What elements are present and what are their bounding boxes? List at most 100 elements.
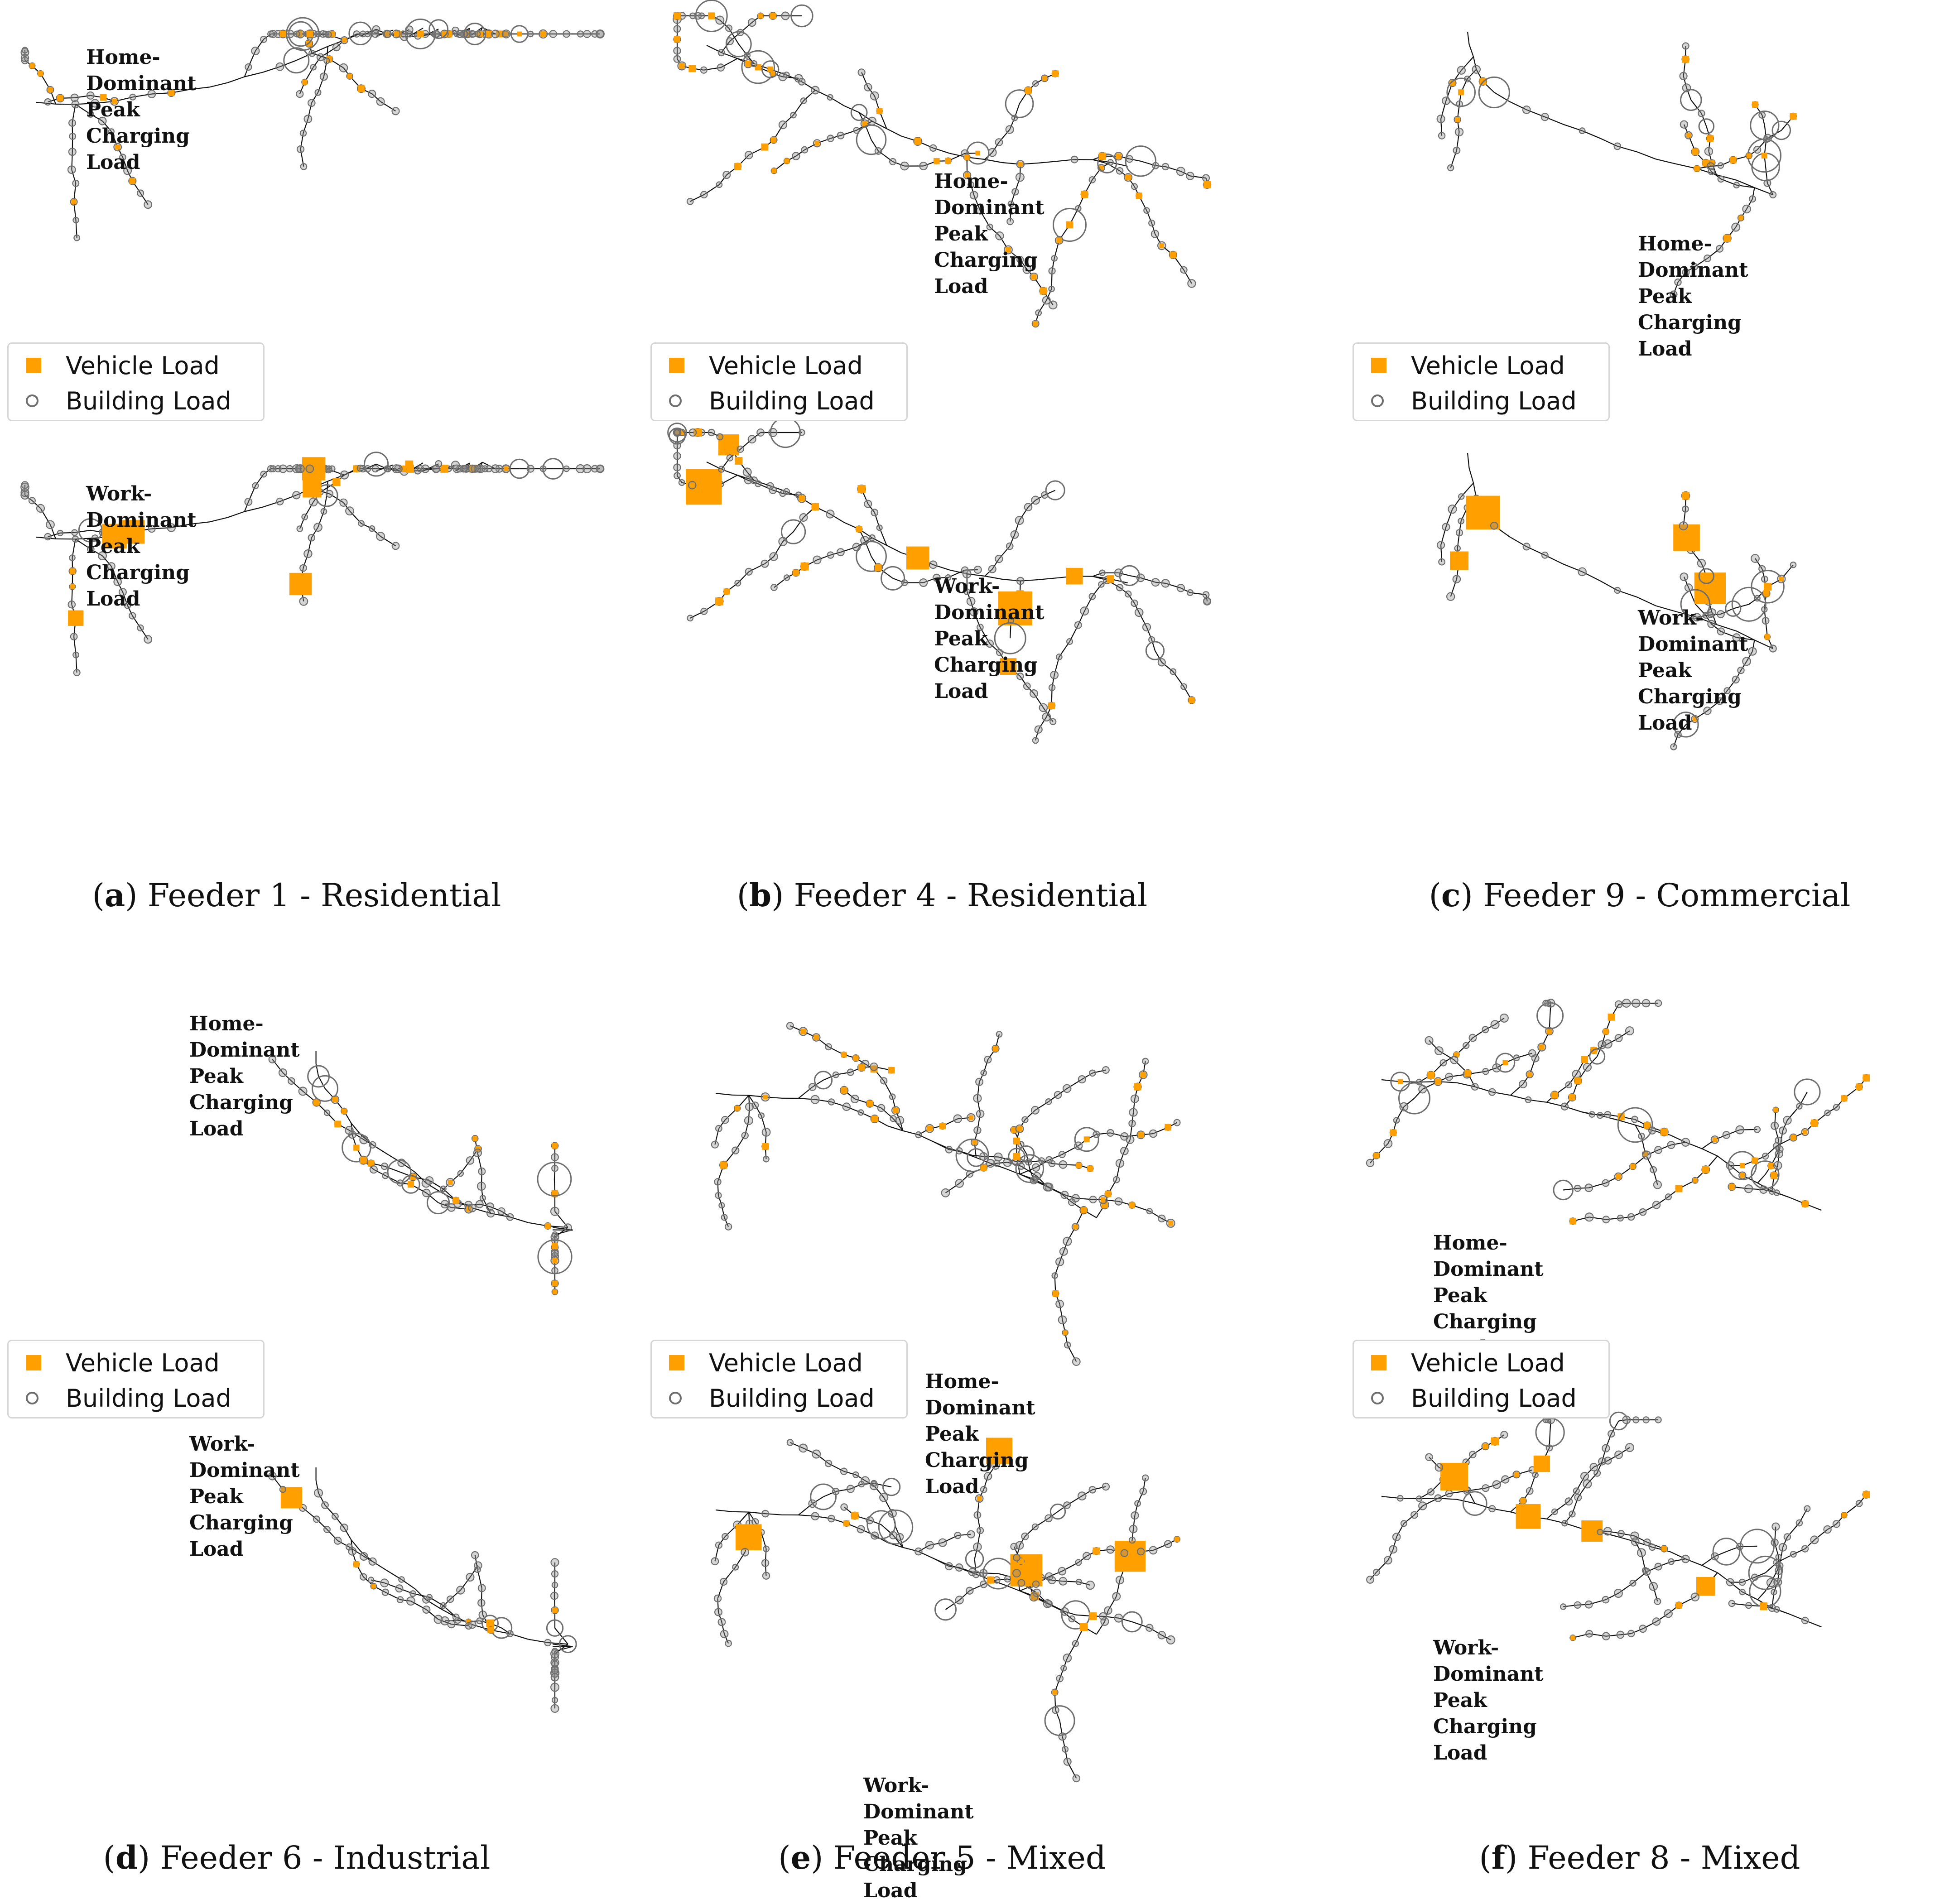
building-load-marker [787, 1439, 793, 1445]
building-load-marker [812, 1450, 820, 1458]
vehicle-load-marker [29, 63, 34, 68]
building-load-marker [689, 429, 697, 436]
feeder-line [732, 1095, 749, 1096]
vehicle-load-marker [813, 1035, 819, 1040]
vehicle-load-marker [1203, 181, 1211, 188]
building-load-marker [1032, 1524, 1038, 1530]
building-load-marker [1142, 1475, 1148, 1481]
building-load-marker [368, 90, 375, 97]
vehicle-load-marker [57, 95, 63, 101]
building-load-marker [1367, 1576, 1374, 1583]
building-load-marker [1035, 726, 1042, 733]
vehicle-load-marker [360, 1157, 367, 1164]
building-load-marker [833, 1488, 839, 1495]
building-load-marker [1434, 1495, 1441, 1502]
building-load-marker [779, 538, 787, 546]
building-load-marker [1117, 584, 1123, 591]
vehicle-load-marker [72, 199, 77, 204]
vehicle-load-marker [1768, 1163, 1774, 1169]
vehicle-load-marker [1514, 1472, 1519, 1477]
legend-vehicle-label: Vehicle Load [709, 1349, 863, 1377]
building-load-marker [458, 1171, 463, 1176]
legend-building-label: Building Load [709, 387, 875, 415]
building-load-marker [1083, 1553, 1090, 1560]
building-load-marker [311, 64, 316, 70]
building-load-marker [1707, 163, 1714, 170]
vehicle-load-marker [1170, 252, 1177, 259]
vehicle-load-marker [867, 1101, 873, 1106]
building-load-marker [302, 514, 308, 520]
building-load-marker [1774, 1559, 1781, 1566]
building-load-marker [1060, 1248, 1068, 1255]
building-load-marker [870, 1063, 877, 1070]
vehicle-load-marker [987, 1577, 994, 1584]
building-load-marker [245, 64, 251, 70]
building-load-marker [763, 1546, 769, 1552]
vehicle-load-marker [1574, 1077, 1581, 1084]
building-load-marker [1774, 1143, 1781, 1149]
vehicle-load-marker [1686, 133, 1691, 138]
building-load-marker [1604, 1111, 1611, 1118]
vehicle-load-marker [358, 85, 365, 92]
building-load-marker [1458, 67, 1465, 74]
building-load-marker [1013, 1554, 1020, 1561]
building-load-marker [1158, 659, 1165, 666]
building-load-marker [771, 584, 777, 591]
building-load-marker [1739, 1579, 1746, 1586]
building-load-marker [422, 1179, 430, 1187]
building-load-marker [1541, 113, 1549, 120]
building-load-marker [1680, 121, 1688, 128]
caption-text: ) Feeder 8 - Mixed [1505, 1839, 1800, 1876]
building-load-marker [1021, 1533, 1028, 1540]
building-load-marker [1400, 1103, 1408, 1111]
feeder-line [1702, 1565, 1718, 1572]
vehicle-load-marker [540, 31, 546, 37]
building-load-marker [1680, 72, 1687, 80]
building-load-marker [1472, 1083, 1478, 1090]
building-load-marker [1045, 1573, 1053, 1581]
building-load-marker [828, 135, 834, 142]
building-load-marker [315, 90, 321, 96]
vehicle-load-marker [761, 144, 769, 151]
vehicle-load-marker [1464, 1070, 1471, 1077]
building-load-marker [1006, 126, 1014, 134]
vehicle-load-marker [1483, 1443, 1488, 1449]
vehicle-load-marker [856, 526, 862, 532]
vehicle-load-marker [487, 1627, 494, 1633]
vehicle-load-marker [771, 137, 776, 143]
vehicle-load-marker [841, 1052, 847, 1058]
building-load-marker [674, 26, 681, 33]
building-load-marker [1542, 552, 1548, 558]
building-load-marker [1732, 223, 1740, 231]
building-load-marker [58, 530, 63, 536]
feeder-line [1468, 32, 1469, 44]
vehicle-load-marker [1603, 1029, 1609, 1034]
building-load-marker [369, 526, 375, 531]
building-load-marker [1131, 184, 1137, 190]
building-load-marker [743, 468, 751, 476]
building-load-marker [784, 575, 789, 580]
vehicle-load-marker [876, 108, 883, 114]
building-load-marker [1594, 1470, 1600, 1476]
building-load-marker [332, 1513, 338, 1519]
building-load-marker [74, 235, 80, 241]
building-load-marker [1104, 1607, 1112, 1614]
vehicle-load-marker [1740, 1173, 1745, 1178]
building-load-marker [380, 1579, 388, 1587]
building-load-marker [1152, 163, 1159, 169]
building-load-marker [674, 48, 680, 54]
building-load-marker [1147, 1208, 1152, 1214]
building-load-marker [299, 1087, 307, 1096]
building-load-marker [1158, 1215, 1165, 1222]
building-load-marker [1654, 1181, 1661, 1188]
building-load-marker [751, 61, 757, 67]
vehicle-load-marker [1093, 1548, 1100, 1555]
vehicle-load-marker [1730, 157, 1737, 163]
building-load-marker [1125, 591, 1131, 597]
legend-vehicle-label: Vehicle Load [66, 1349, 220, 1377]
building-load-marker [1131, 1512, 1138, 1519]
panel-letter: c [1441, 876, 1461, 914]
building-load-marker [1655, 1563, 1662, 1570]
building-load-marker [322, 1502, 328, 1509]
building-load-marker [1598, 1041, 1606, 1048]
